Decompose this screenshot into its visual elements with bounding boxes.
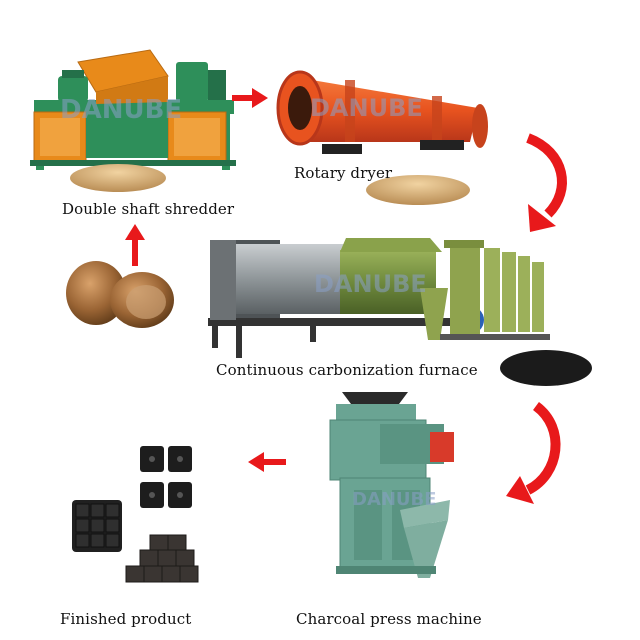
label-charcoal-press-machine: Charcoal press machine [296, 610, 482, 628]
watermark-press: DANUBE [352, 489, 437, 510]
watermark-dryer: DANUBE [310, 94, 423, 122]
arrow-shredder-to-dryer [232, 88, 268, 108]
arrow-furnace-to-press [506, 401, 561, 504]
charcoal-powder-pile [500, 350, 592, 386]
label-continuous-carbonization-furnace: Continuous carbonization furnace [216, 361, 478, 379]
carbonization-furnace-illustration [208, 238, 550, 358]
watermark-furnace: DANUBE [314, 270, 427, 298]
label-rotary-dryer: Rotary dryer [294, 164, 393, 182]
label-finished-product: Finished product [60, 610, 192, 628]
rotary-dryer-illustration [276, 70, 488, 154]
watermark-shredder: DANUBE [60, 95, 182, 125]
arrow-coconut-to-shredder [125, 224, 145, 266]
arrow-press-to-finished [248, 452, 286, 472]
charcoal-press-illustration [329, 392, 454, 578]
finished-briquettes-tray [72, 500, 122, 552]
finished-briquettes-hexagonal [140, 446, 192, 508]
shredder-machine-illustration [30, 49, 236, 170]
label-double-shaft-shredder: Double shaft shredder [62, 200, 235, 218]
coconut-shell-illustration [66, 261, 174, 328]
finished-briquettes-cubes [125, 534, 199, 583]
arrow-dryer-to-furnace [525, 133, 567, 232]
sawdust-pile-2 [366, 175, 470, 205]
sawdust-pile-1 [70, 164, 166, 192]
